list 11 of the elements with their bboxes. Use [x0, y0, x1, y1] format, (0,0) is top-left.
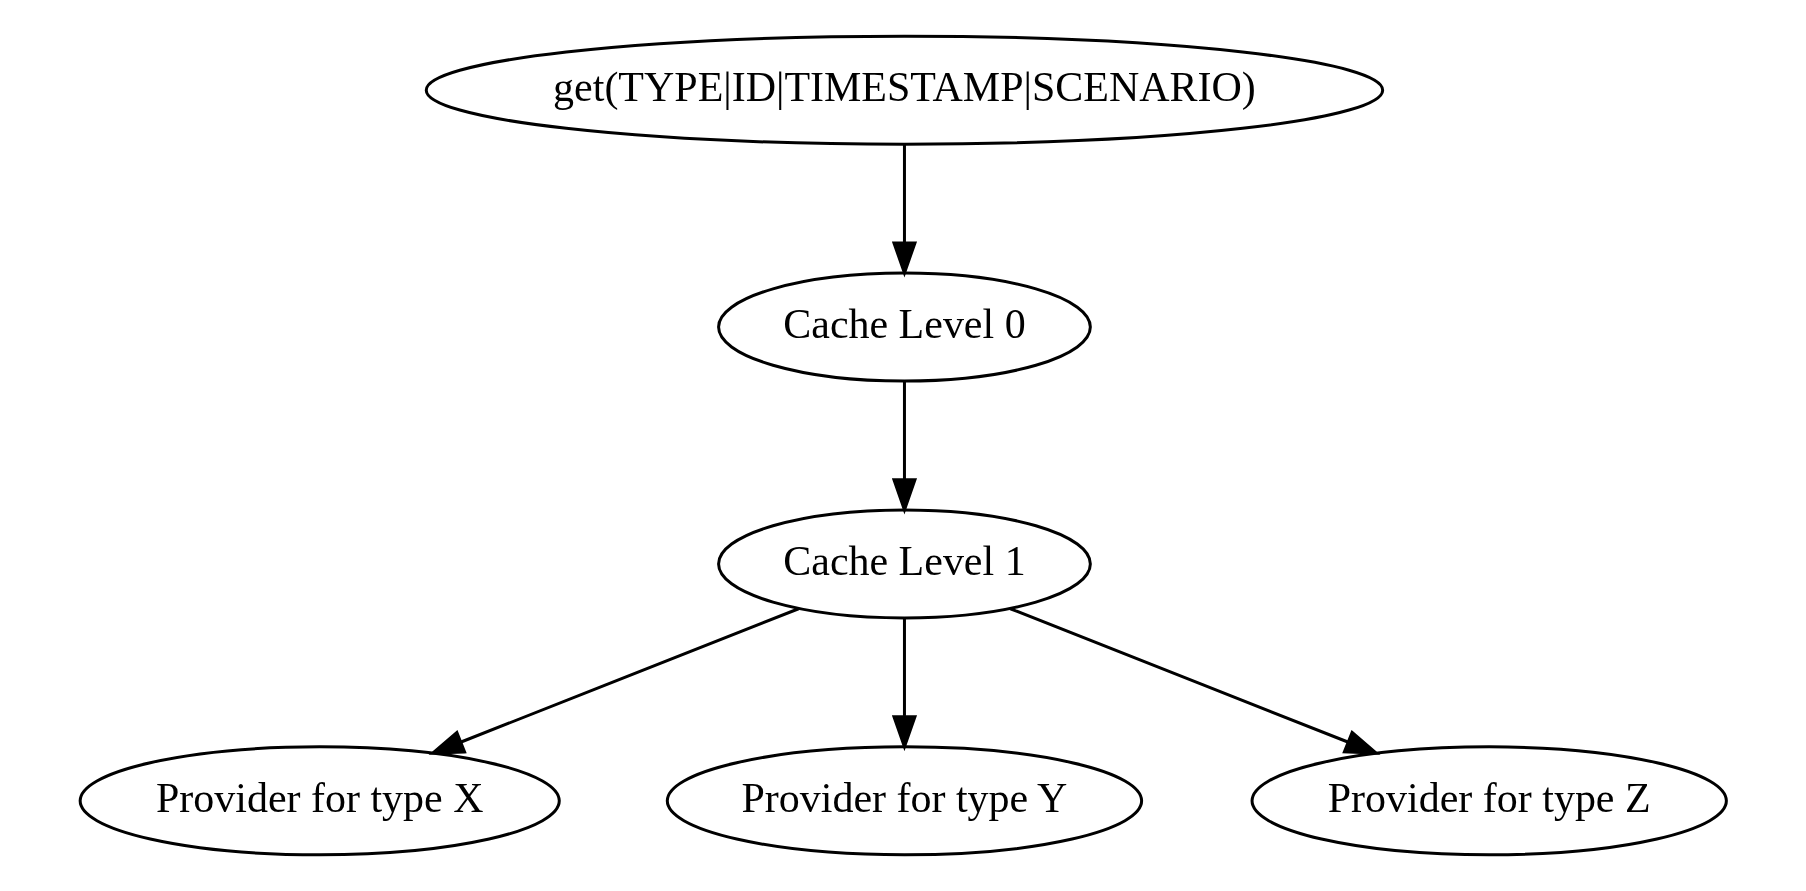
- arrow: [1009, 607, 1380, 755]
- node-ellipse: Cache Level 1: [716, 508, 1092, 620]
- arrow: [428, 607, 799, 755]
- arrow: [891, 381, 917, 515]
- node-ellipse: get(TYPE|ID|TIMESTAMP|SCENARIO): [424, 34, 1384, 146]
- arrow: [891, 144, 917, 278]
- node-ellipse: Provider for type Z: [1250, 745, 1728, 857]
- node-ellipse: Provider for type X: [78, 745, 561, 857]
- node-ellipse: Provider for type Y: [665, 745, 1143, 857]
- node-ellipse: Cache Level 0: [716, 271, 1092, 383]
- arrow: [891, 618, 917, 752]
